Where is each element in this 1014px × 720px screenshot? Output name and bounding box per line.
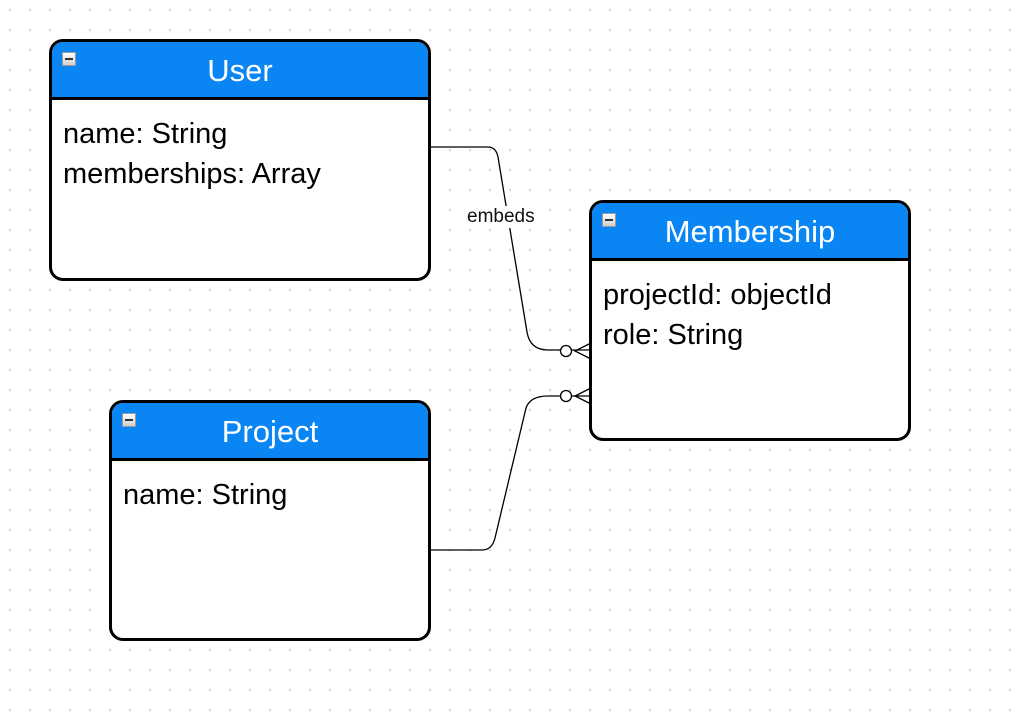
many-crowfoot	[573, 387, 592, 405]
collapse-icon[interactable]	[602, 213, 616, 227]
attribute-row[interactable]: name: String	[123, 479, 288, 511]
attribute-row[interactable]: memberships: Array	[63, 158, 321, 190]
entity-project[interactable]: Project name: String	[109, 400, 431, 641]
entity-attributes: projectId: objectId role: String	[592, 261, 908, 355]
collapse-icon[interactable]	[62, 52, 76, 66]
attribute-row[interactable]: role: String	[603, 319, 744, 351]
entity-attributes: name: String memberships: Array	[52, 100, 428, 194]
entity-membership[interactable]: Membership projectId: objectId role: Str…	[589, 200, 911, 441]
edge-label-embeds: embeds	[465, 206, 537, 228]
entity-header[interactable]: User	[52, 42, 428, 100]
entity-user[interactable]: User name: String memberships: Array	[49, 39, 431, 281]
entity-attributes: name: String	[112, 461, 428, 515]
entity-title: Project	[221, 414, 319, 449]
user-membership-edge[interactable]	[430, 146, 591, 351]
attribute-row[interactable]: projectId: objectId	[603, 279, 832, 311]
collapse-icon[interactable]	[122, 413, 136, 427]
zero-marker	[559, 389, 573, 403]
zero-marker	[559, 344, 573, 358]
entity-title: User	[207, 53, 273, 88]
entity-header[interactable]: Membership	[592, 203, 908, 261]
attribute-row[interactable]: name: String	[63, 118, 228, 150]
many-crowfoot	[573, 342, 592, 360]
entity-header[interactable]: Project	[112, 403, 428, 461]
entity-title: Membership	[664, 214, 836, 249]
project-membership-edge[interactable]	[430, 395, 591, 551]
